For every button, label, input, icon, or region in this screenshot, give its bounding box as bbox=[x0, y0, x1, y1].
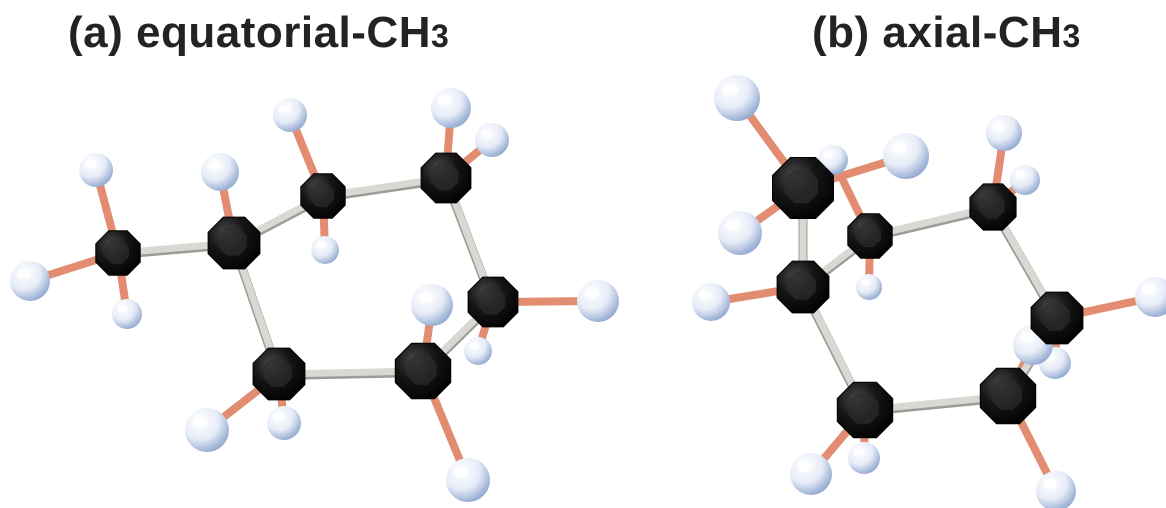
hydrogen-highlight bbox=[192, 416, 209, 428]
panel-a-label: (a) equatorial-CH bbox=[68, 8, 431, 57]
hydrogen-highlight bbox=[1020, 333, 1034, 343]
hydrogen-highlight bbox=[480, 129, 493, 139]
hydrogen-atom bbox=[201, 153, 239, 191]
carbon-facet bbox=[856, 222, 881, 247]
carbon-facet bbox=[991, 379, 1022, 410]
hydrogen-highlight bbox=[278, 104, 291, 114]
hydrogen-highlight bbox=[418, 292, 434, 303]
hydrogen-highlight bbox=[698, 290, 712, 301]
hydrogen-atom bbox=[273, 98, 307, 132]
hydrogen-highlight bbox=[17, 269, 31, 279]
hydrogen-atom bbox=[446, 458, 490, 502]
hydrogen-atom bbox=[714, 75, 760, 121]
hydrogen-atom bbox=[431, 88, 471, 128]
hydrogen-highlight bbox=[584, 288, 600, 299]
panel-b-subscript: 3 bbox=[1062, 18, 1081, 54]
carbon-facet bbox=[218, 227, 247, 256]
hydrogen-highlight bbox=[438, 96, 452, 106]
carbon-facet bbox=[787, 271, 816, 300]
hydrogen-highlight bbox=[722, 84, 739, 96]
hydrogen-highlight bbox=[84, 159, 97, 169]
hydrogen-highlight bbox=[823, 151, 834, 159]
hydrogen-highlight bbox=[725, 219, 742, 231]
hydrogen-atom bbox=[10, 261, 50, 301]
hydrogen-highlight bbox=[1015, 171, 1026, 179]
hydrogen-atom bbox=[112, 299, 142, 329]
hydrogen-atom bbox=[848, 442, 880, 474]
carbon-facet bbox=[848, 393, 879, 424]
hydrogen-atom bbox=[411, 284, 453, 326]
hydrogen-highlight bbox=[992, 122, 1005, 132]
panel-a-subscript: 3 bbox=[430, 18, 450, 54]
hydrogen-atom bbox=[692, 283, 730, 321]
hydrogen-atom bbox=[185, 408, 229, 452]
carbon-facet bbox=[309, 182, 334, 207]
panel-b-label: (b) axial-CH bbox=[812, 8, 1063, 57]
hydrogen-highlight bbox=[453, 466, 470, 478]
hydrogen-highlight bbox=[207, 160, 221, 171]
hydrogen-atom bbox=[1036, 471, 1076, 508]
hydrogen-atom bbox=[856, 274, 882, 300]
panel-a-model bbox=[10, 88, 619, 502]
carbon-facet bbox=[477, 286, 506, 315]
hydrogen-highlight bbox=[1142, 285, 1156, 295]
carbon-facet bbox=[263, 358, 292, 387]
hydrogen-atom bbox=[1010, 165, 1040, 195]
carbon-facet bbox=[406, 354, 437, 385]
hydrogen-atom bbox=[986, 115, 1022, 151]
hydrogen-highlight bbox=[1043, 479, 1057, 489]
carbon-facet bbox=[979, 193, 1005, 219]
hydrogen-highlight bbox=[860, 279, 870, 286]
hydrogen-highlight bbox=[853, 448, 865, 457]
hydrogen-highlight bbox=[891, 142, 908, 154]
hydrogen-atom bbox=[790, 453, 832, 495]
hydrogen-highlight bbox=[117, 305, 128, 313]
hydrogen-atom bbox=[883, 133, 929, 179]
hydrogen-atom bbox=[475, 123, 509, 157]
carbon-facet bbox=[430, 162, 459, 191]
hydrogen-atom bbox=[464, 337, 492, 365]
hydrogen-highlight bbox=[315, 241, 326, 249]
carbon-facet bbox=[784, 169, 819, 204]
panel-b-model bbox=[692, 75, 1166, 508]
hydrogen-highlight bbox=[468, 342, 479, 350]
hydrogen-highlight bbox=[797, 461, 813, 472]
hydrogen-atom bbox=[718, 211, 762, 255]
panel-a-title: (a) equatorial-CH3 bbox=[68, 8, 449, 58]
hydrogen-atom bbox=[311, 236, 339, 264]
carbon-facet bbox=[1041, 302, 1070, 331]
carbon-facet bbox=[104, 239, 129, 264]
hydrogen-atom bbox=[79, 153, 113, 187]
hydrogen-atom bbox=[577, 280, 619, 322]
hydrogen-highlight bbox=[272, 412, 285, 422]
hydrogen-atom bbox=[267, 406, 301, 440]
panel-b-title: (b) axial-CH3 bbox=[812, 8, 1081, 58]
hydrogen-atom bbox=[1135, 277, 1166, 317]
